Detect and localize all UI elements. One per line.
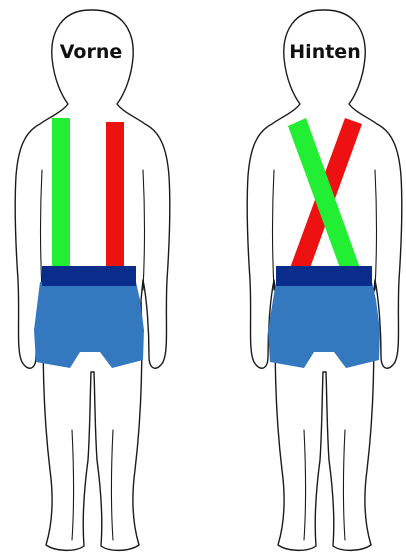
back-figure: Hinten <box>247 10 402 550</box>
front-strap-red <box>106 122 124 272</box>
front-label: Vorne <box>60 41 123 63</box>
front-strap-green <box>52 118 70 272</box>
front-waistband <box>42 266 136 286</box>
front-figure: Vorne <box>15 10 170 550</box>
back-waistband <box>276 266 372 286</box>
back-label: Hinten <box>289 41 360 63</box>
